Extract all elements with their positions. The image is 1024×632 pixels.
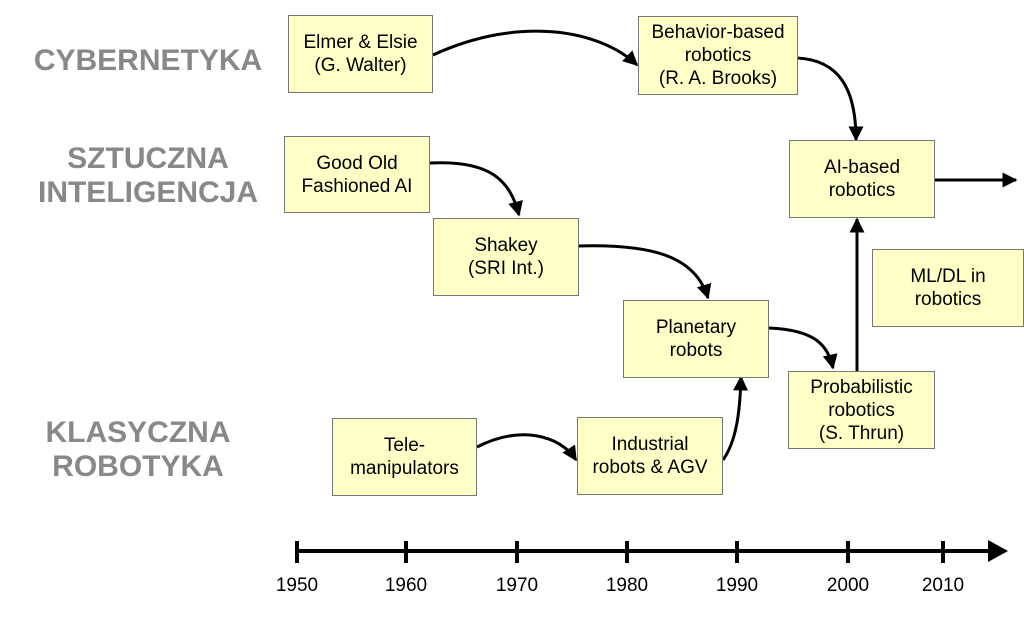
lane-label-classic: KLASYCZNA ROBOTYKA bbox=[8, 416, 268, 484]
node-label-line: Shakey bbox=[474, 235, 538, 256]
lane-label-line: ROBOTYKA bbox=[52, 450, 224, 483]
node-label-line: Probabilistic bbox=[810, 376, 913, 398]
node-label-line: (S. Thrun) bbox=[818, 422, 905, 444]
arrow-tele-to-industrial bbox=[476, 433, 578, 462]
timeline-tick-label: 1970 bbox=[495, 575, 539, 596]
timeline-tick-label: 1990 bbox=[715, 575, 759, 596]
lane-label-line: CYBERNETYKA bbox=[33, 44, 263, 77]
node-label-line: manipulators bbox=[350, 458, 459, 479]
node-label-line: ML/DL in bbox=[910, 266, 986, 287]
node-label-line: Industrial bbox=[611, 434, 689, 455]
node-label-line: Behavior-based bbox=[651, 22, 785, 43]
lane-label-line: KLASYCZNA bbox=[45, 416, 231, 449]
node-probabilistic-robotics: Probabilistic robotics (S. Thrun) bbox=[788, 371, 935, 449]
lane-label-line: INTELIGENCJA bbox=[37, 176, 259, 209]
timeline-tick-label: 1960 bbox=[384, 575, 428, 596]
node-behavior-based: Behavior-based robotics (R. A. Brooks) bbox=[638, 16, 798, 95]
node-label-line: robots & AGV bbox=[592, 457, 708, 478]
node-label-line: (G. Walter) bbox=[314, 55, 407, 76]
timeline-tick-label: 1950 bbox=[275, 575, 319, 596]
node-elmer-elsie: Elmer & Elsie (G. Walter) bbox=[288, 15, 433, 93]
node-industrial-robots: Industrial robots & AGV bbox=[577, 417, 723, 495]
node-planetary-robots: Planetary robots bbox=[623, 300, 769, 378]
node-ml-dl-robotics: ML/DL in robotics bbox=[872, 249, 1024, 327]
node-label-line: robotics bbox=[828, 399, 895, 421]
arrow-shakey-to-planetary bbox=[577, 244, 712, 300]
arrow-planetary-to-probabilistic bbox=[768, 326, 838, 370]
node-shakey: Shakey (SRI Int.) bbox=[433, 218, 579, 296]
node-ai-based-robotics: AI-based robotics bbox=[789, 140, 935, 218]
lane-label-cybernetics: CYBERNETYKA bbox=[18, 44, 278, 78]
node-label-line: robotics bbox=[828, 180, 896, 201]
timeline-tick-label: 2000 bbox=[826, 575, 870, 596]
node-label-line: Good Old bbox=[316, 152, 398, 174]
timeline-arrowhead bbox=[988, 540, 1008, 562]
arrow-behavior-to-aibased bbox=[796, 56, 864, 142]
node-telemanipulators: Tele- manipulators bbox=[332, 418, 477, 496]
node-label-line: robots bbox=[669, 340, 723, 361]
node-label-line: Planetary bbox=[655, 317, 737, 338]
lane-label-ai: SZTUCZNA INTELIGENCJA bbox=[18, 142, 278, 210]
arrow-elmer-to-behavior bbox=[432, 29, 639, 67]
node-good-old-fashioned-ai: Good Old Fashioned AI bbox=[284, 136, 430, 213]
timeline-axis bbox=[295, 541, 992, 563]
node-label-line: Tele- bbox=[383, 435, 426, 456]
timeline-tick-label: 2010 bbox=[921, 575, 965, 596]
node-label-line: robotics bbox=[684, 45, 752, 66]
node-label-line: (R. A. Brooks) bbox=[658, 68, 778, 89]
node-label-line: robotics bbox=[914, 289, 982, 310]
timeline-tick-label: 1980 bbox=[605, 575, 649, 596]
lane-label-line: SZTUCZNA bbox=[67, 142, 229, 175]
arrow-industrial-to-planetary bbox=[721, 375, 749, 461]
arrow-gofai-to-shakey bbox=[429, 161, 523, 217]
node-label-line: (SRI Int.) bbox=[467, 258, 544, 279]
node-label-line: Fashioned AI bbox=[301, 175, 413, 197]
node-label-line: Elmer & Elsie bbox=[303, 32, 418, 53]
node-label-line: AI-based bbox=[823, 157, 901, 178]
